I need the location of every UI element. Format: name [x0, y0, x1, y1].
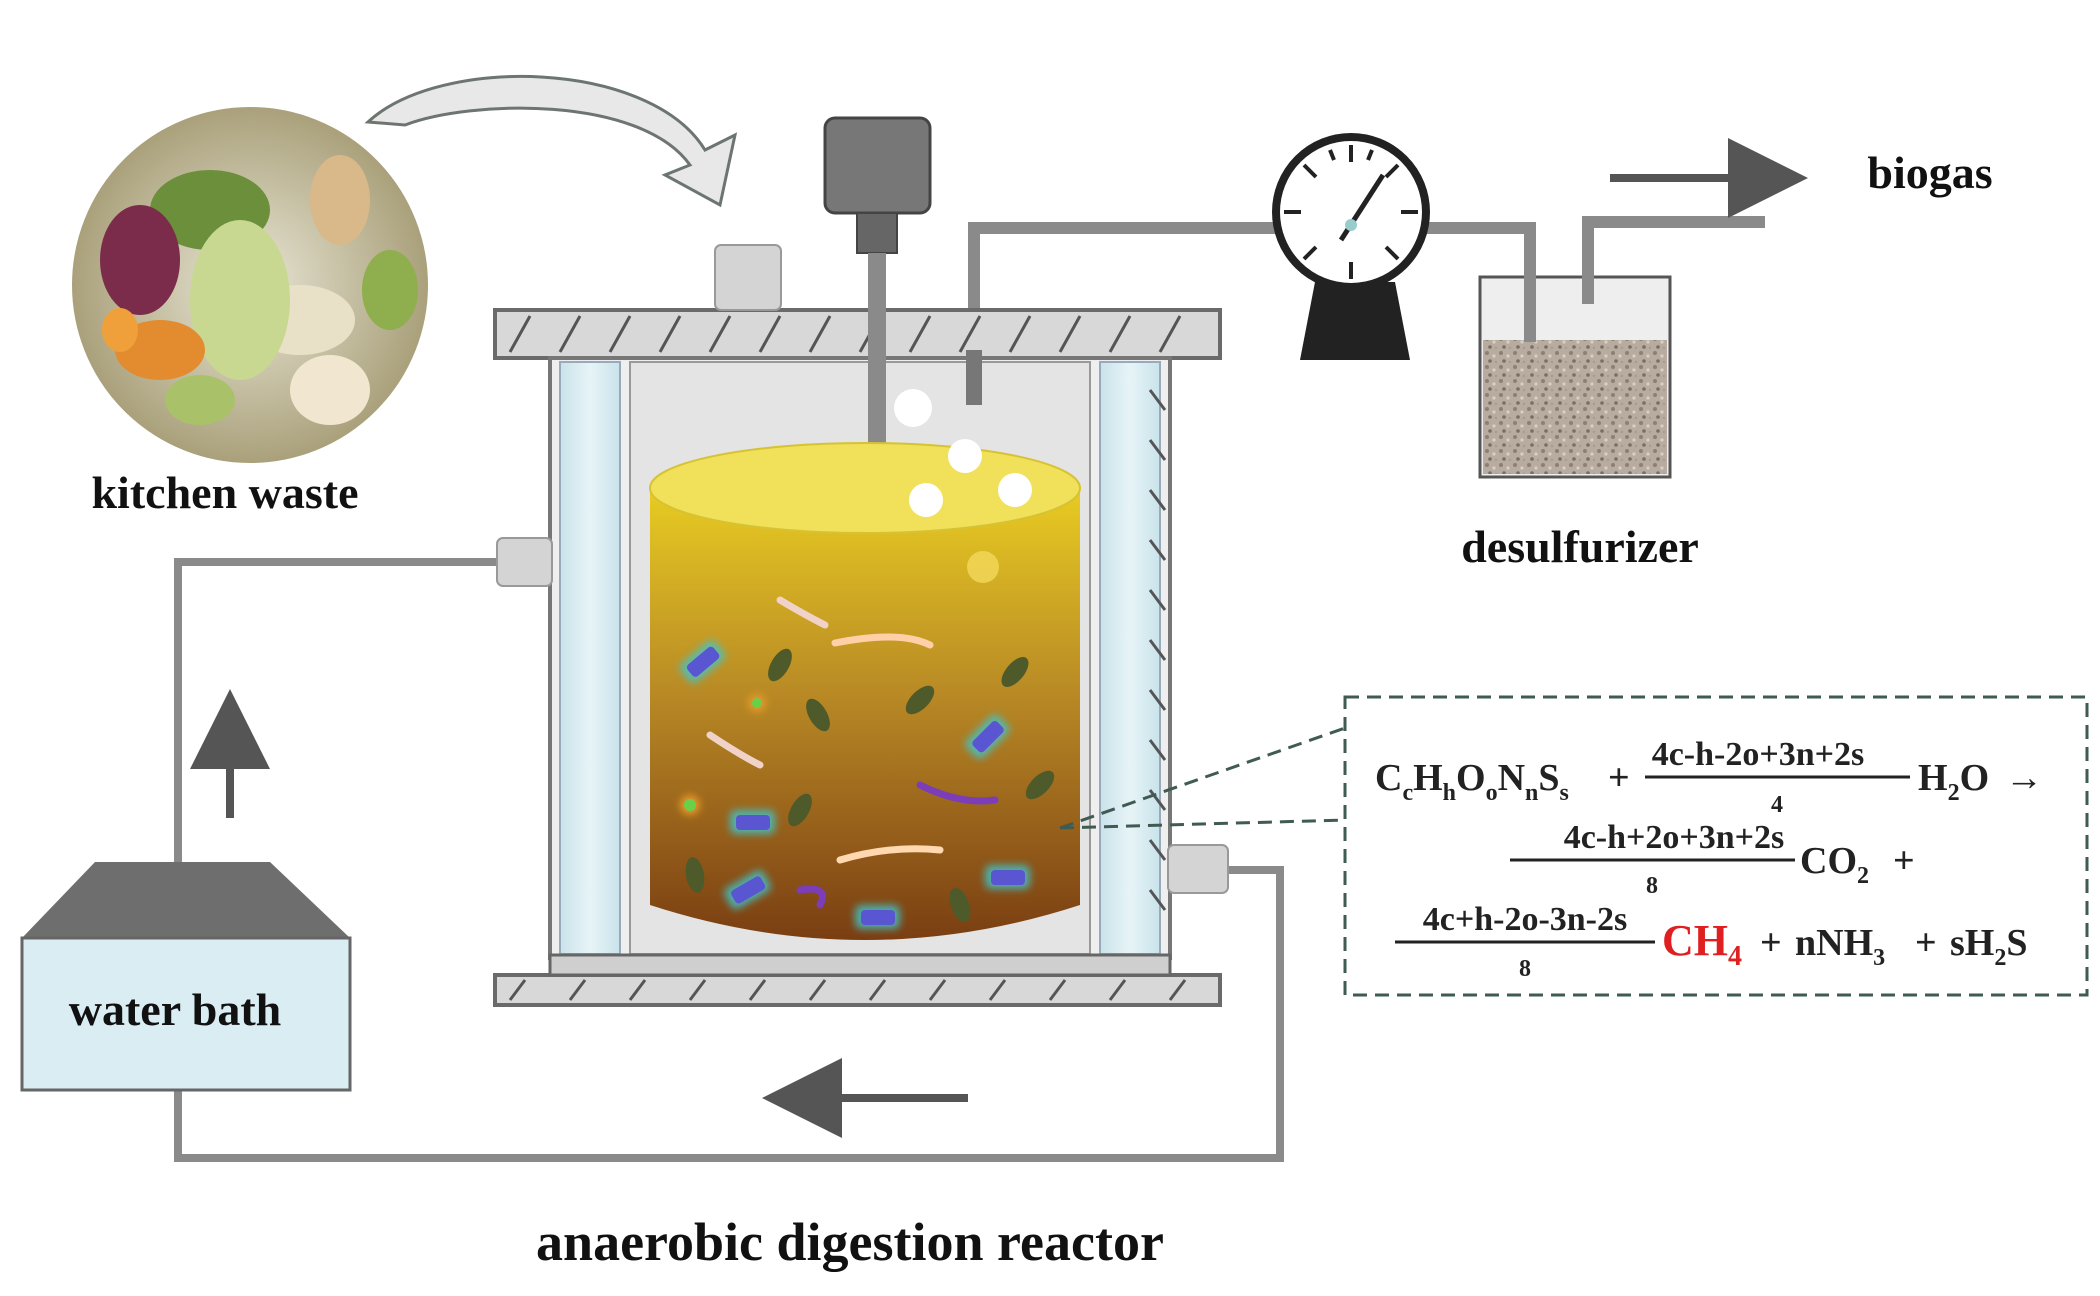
water-bath-label: water bath: [69, 984, 282, 1035]
reactor-caption: anaerobic digestion reactor: [536, 1212, 1164, 1272]
ammonia-formula: nNH3: [1795, 922, 1885, 971]
water-formula: H2O: [1918, 757, 1989, 806]
microbes: [679, 596, 1055, 929]
desulfurizer-vessel: [1478, 222, 1672, 479]
hydrogen-sulfide-formula: sH2S: [1950, 922, 2028, 971]
desulfurizer-label: desulfurizer: [1461, 521, 1699, 572]
reaction-equation: CcHhOoNnSs + 4c-h-2o+3n+2s 4 H2O → 4c-h+…: [1375, 736, 2043, 982]
water-coef-numerator: 4c-h-2o+3n+2s: [1652, 736, 1865, 773]
gas-bubbles: [894, 389, 1032, 583]
co2-coef-denominator: 8: [1646, 873, 1658, 899]
reactant-formula: CcHhOoNnSs: [1375, 757, 1569, 806]
reaction-arrow: →: [2005, 757, 2043, 799]
ch4-coef-numerator: 4c+h-2o-3n-2s: [1423, 901, 1627, 938]
feed-port: [714, 244, 782, 311]
plus-sign: +: [1915, 922, 1937, 964]
equation-callout: [1059, 695, 2089, 997]
water-bath-unit: [20, 862, 352, 1092]
water-circulation-pipe: [174, 558, 1284, 1162]
kitchen-waste-label: kitchen waste: [91, 467, 358, 518]
plus-sign: +: [1760, 922, 1782, 964]
gas-flow-meter: [1272, 133, 1430, 360]
ch4-coef-denominator: 8: [1519, 956, 1531, 982]
water-inlet-port: [1167, 844, 1229, 894]
plus-sign: +: [1893, 840, 1915, 882]
co2-coef-numerator: 4c-h+2o+3n+2s: [1564, 819, 1785, 856]
kitchen-waste-image: [68, 103, 432, 467]
gas-outlet-tube: [966, 350, 982, 405]
methane-formula: CH4: [1662, 916, 1742, 972]
biogas-label: biogas: [1867, 147, 1992, 198]
water-outlet-port: [496, 537, 553, 587]
co2-formula: CO2: [1800, 840, 1869, 889]
feed-arrow: [364, 75, 738, 208]
water-coef-denominator: 4: [1771, 792, 1783, 818]
plus-sign: +: [1608, 757, 1630, 799]
